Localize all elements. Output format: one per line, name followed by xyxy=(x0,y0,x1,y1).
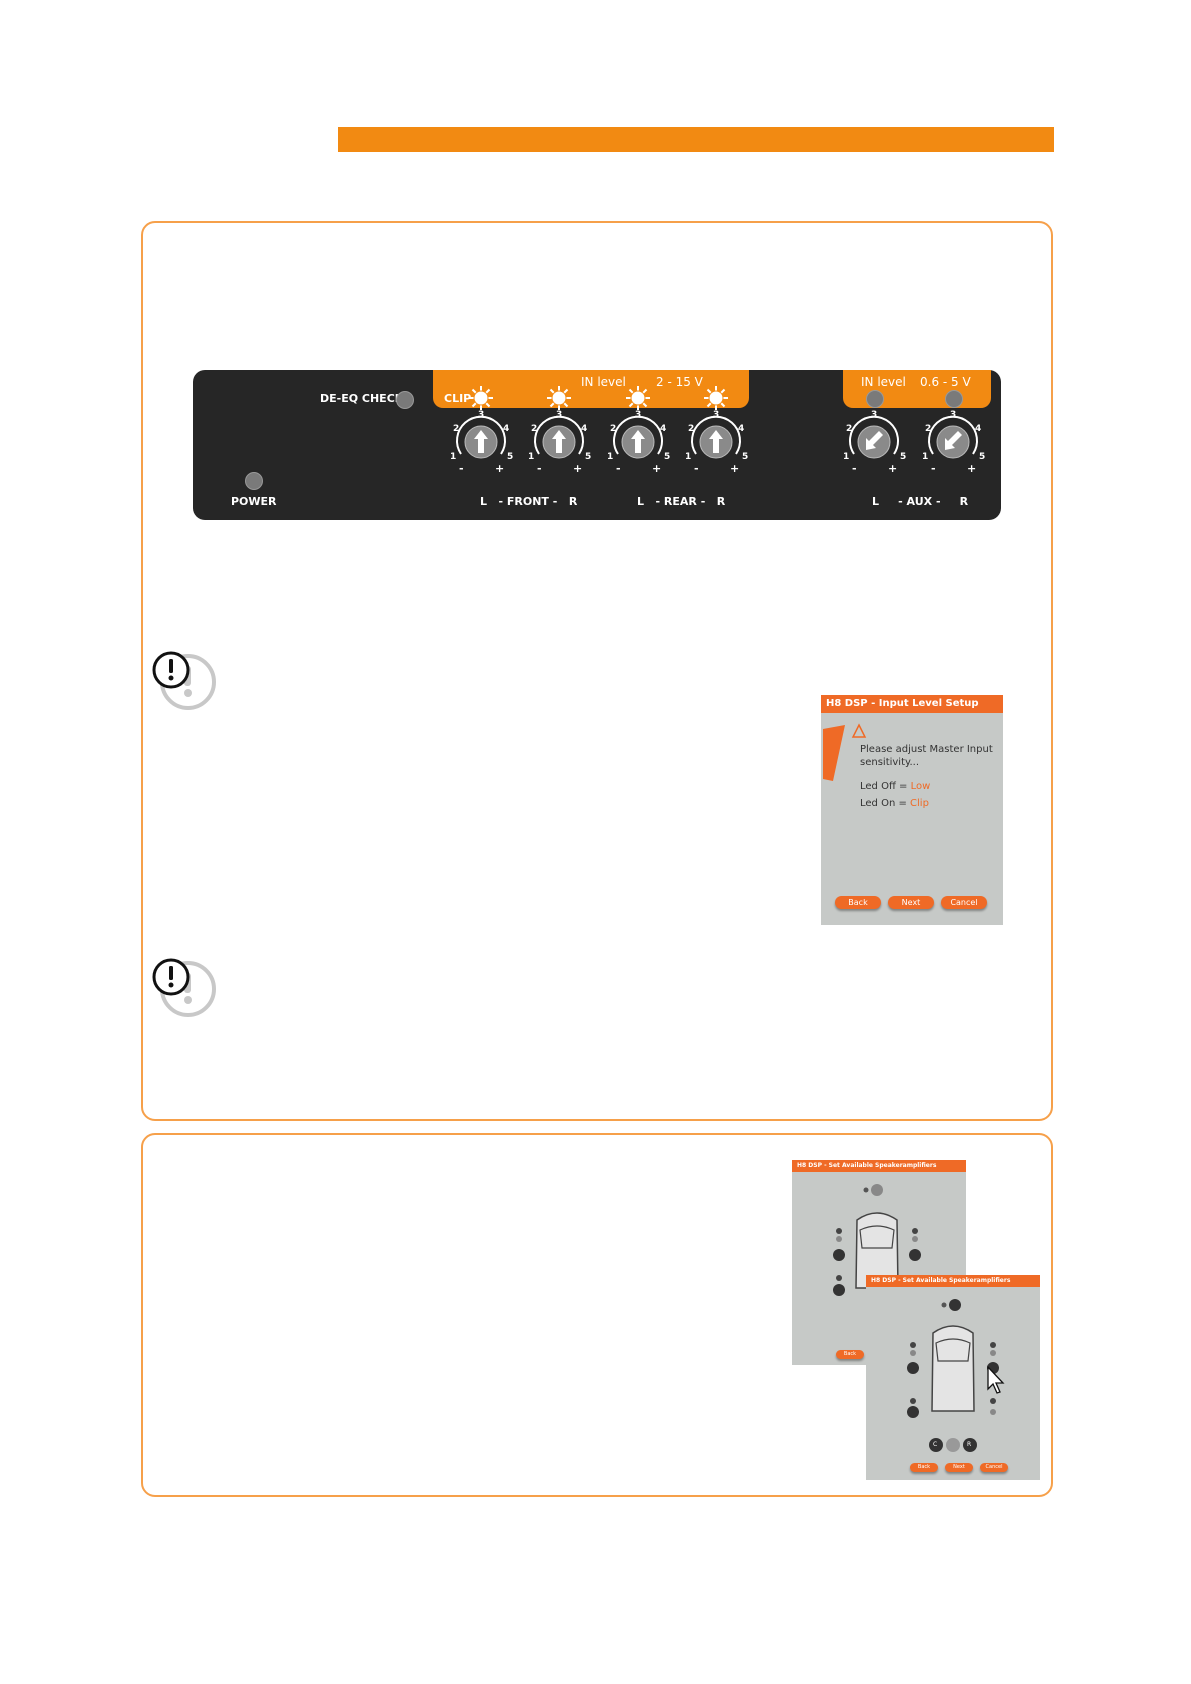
rear-l-scale-4: 4 xyxy=(660,424,667,434)
front-l-scale-minus: - xyxy=(459,462,464,475)
aux-l-scale-minus: - xyxy=(852,462,857,475)
cancel-button[interactable]: Cancel xyxy=(941,896,987,909)
front-l-level-knob[interactable] xyxy=(447,408,515,476)
rear-r-scale-3: 3 xyxy=(713,410,720,420)
aux-led-r xyxy=(945,390,963,408)
front-l-scale-2: 2 xyxy=(453,424,460,434)
aux-l-scale-2: 2 xyxy=(846,424,853,434)
header-bar xyxy=(338,127,1054,152)
aux-channel-label: L - AUX - R xyxy=(872,495,969,508)
rear-r-level-knob[interactable] xyxy=(682,408,750,476)
front-l-scale-1: 1 xyxy=(450,452,457,462)
rear-r-scale-4: 4 xyxy=(738,424,745,434)
device-front-panel: DE-EQ CHECK POWER CLIP IN level 2 - 15 V… xyxy=(193,370,1001,520)
cancel-button[interactable]: Cancel xyxy=(980,1463,1008,1472)
section-input-level xyxy=(141,221,1053,1121)
front-l-scale-4: 4 xyxy=(503,424,510,434)
power-label: POWER xyxy=(231,495,277,508)
rear-l-scale-plus: + xyxy=(652,462,662,475)
aux-l-scale-plus: + xyxy=(888,462,898,475)
aux-r-scale-3: 3 xyxy=(950,410,957,420)
clip-led-front-r-icon xyxy=(547,386,571,410)
rear-l-scale-5: 5 xyxy=(664,452,671,462)
aux-r-level-knob[interactable] xyxy=(919,408,987,476)
aux-r-scale-minus: - xyxy=(931,462,936,475)
led-on-value: Clip xyxy=(910,798,929,809)
aux-led-l xyxy=(866,390,884,408)
dialog-title: H8 DSP - Input Level Setup xyxy=(821,695,1003,713)
rear-r-scale-1: 1 xyxy=(685,452,692,462)
warning-icon xyxy=(152,651,216,710)
in-level-aux-label: IN level xyxy=(861,375,906,389)
car-layout-icon xyxy=(833,1184,921,1333)
rear-channel-label: L - REAR - R xyxy=(637,495,726,508)
aux-r-scale-4: 4 xyxy=(975,424,982,434)
rear-r-scale-2: 2 xyxy=(688,424,695,434)
led-on-prefix: Led On = xyxy=(860,798,911,809)
led-off-value: Low xyxy=(910,781,931,792)
alert-graphic-icon xyxy=(823,723,867,781)
front-r-level-knob[interactable] xyxy=(525,408,593,476)
mouse-cursor-icon xyxy=(987,1365,1005,1394)
next-button[interactable]: Next xyxy=(945,1463,973,1472)
rear-l-scale-2: 2 xyxy=(610,424,617,434)
front-r-scale-3: 3 xyxy=(556,410,563,420)
front-r-scale-plus: + xyxy=(573,462,583,475)
section-speaker-setup xyxy=(141,1133,1053,1497)
aux-r-scale-1: 1 xyxy=(922,452,929,462)
de-eq-check-label: DE-EQ CHECK xyxy=(320,392,404,405)
rear-r-scale-minus: - xyxy=(694,462,699,475)
led-off-prefix: Led Off = xyxy=(860,781,911,792)
rear-r-scale-plus: + xyxy=(730,462,740,475)
aux-l-scale-1: 1 xyxy=(843,452,850,462)
front-r-scale-1: 1 xyxy=(528,452,535,462)
speaker-setup-dialog: H8 DSP - Set Available Speakeramplifiers… xyxy=(866,1275,1040,1480)
in-level-front-range: 2 - 15 V xyxy=(656,375,703,389)
dialog-message: Please adjust Master Input sensitivity..… xyxy=(860,744,993,768)
speaker-c-label: C xyxy=(933,1441,938,1448)
de-eq-check-led xyxy=(396,391,414,409)
aux-r-scale-5: 5 xyxy=(979,452,986,462)
power-led xyxy=(245,472,263,490)
input-level-setup-dialog: H8 DSP - Input Level Setup Please adjust… xyxy=(821,695,1003,925)
next-button[interactable]: Next xyxy=(888,896,934,909)
speaker-r-label: R xyxy=(967,1441,972,1448)
led-off-line: Led Off = Low xyxy=(860,780,930,793)
clip-led-rear-r-icon xyxy=(704,386,728,410)
rear-l-scale-3: 3 xyxy=(635,410,642,420)
aux-r-scale-plus: + xyxy=(967,462,977,475)
aux-l-scale-3: 3 xyxy=(871,410,878,420)
back-button[interactable]: Back xyxy=(910,1463,938,1472)
clip-label: CLIP xyxy=(444,392,472,405)
car-layout-icon xyxy=(907,1299,999,1452)
front-r-scale-5: 5 xyxy=(585,452,592,462)
front-r-scale-2: 2 xyxy=(531,424,538,434)
led-on-line: Led On = Clip xyxy=(860,797,929,810)
dialog-title: H8 DSP - Set Available Speakeramplifiers xyxy=(866,1275,1040,1287)
aux-l-scale-5: 5 xyxy=(900,452,907,462)
front-l-scale-5: 5 xyxy=(507,452,514,462)
in-level-aux-range: 0.6 - 5 V xyxy=(920,375,971,389)
front-channel-label: L - FRONT - R xyxy=(480,495,578,508)
clip-led-rear-l-icon xyxy=(626,386,650,410)
warning-icon xyxy=(152,958,216,1017)
front-l-scale-3: 3 xyxy=(478,410,485,420)
rear-r-scale-5: 5 xyxy=(742,452,749,462)
in-level-front-label: IN level xyxy=(581,375,626,389)
aux-r-scale-2: 2 xyxy=(925,424,932,434)
aux-l-level-knob[interactable] xyxy=(840,408,908,476)
rear-l-scale-minus: - xyxy=(616,462,621,475)
rear-l-level-knob[interactable] xyxy=(604,408,672,476)
clip-led-front-l-icon xyxy=(469,386,493,410)
front-r-scale-minus: - xyxy=(537,462,542,475)
back-button[interactable]: Back xyxy=(836,1350,864,1359)
front-r-scale-4: 4 xyxy=(581,424,588,434)
rear-l-scale-1: 1 xyxy=(607,452,614,462)
dialog-title: H8 DSP - Set Available Speakeramplifiers xyxy=(792,1160,966,1172)
front-l-scale-plus: + xyxy=(495,462,505,475)
back-button[interactable]: Back xyxy=(835,896,881,909)
